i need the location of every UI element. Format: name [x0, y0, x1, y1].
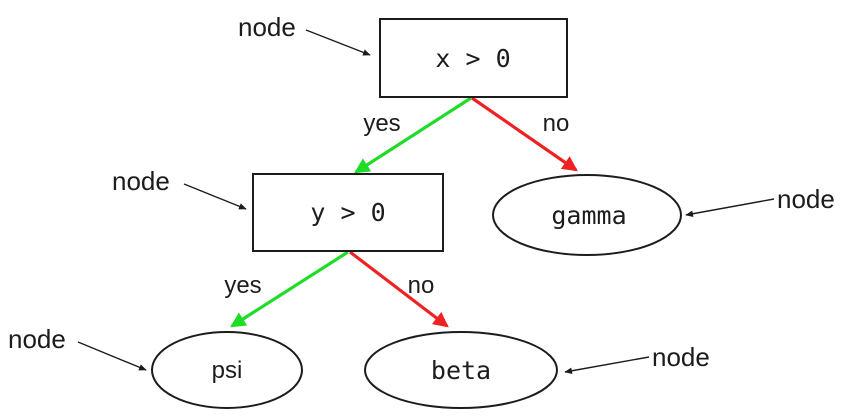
- callout-gamma-label: node: [777, 184, 835, 214]
- callout-gamma: node: [685, 184, 835, 217]
- edge-label-no-1: no: [543, 110, 570, 137]
- edge-label-yes-2: yes: [224, 272, 261, 299]
- callout-psi: node: [8, 324, 147, 371]
- node-gamma: gamma: [492, 174, 682, 256]
- node-root-label: x > 0: [435, 44, 510, 73]
- node-gamma-label: gamma: [551, 201, 626, 230]
- node-beta: beta: [364, 331, 558, 409]
- node-beta-ellipse: [364, 331, 558, 409]
- node-psi-ellipse: [151, 331, 303, 409]
- callout-beta: node: [564, 342, 710, 374]
- callout-beta-label: node: [652, 342, 710, 372]
- node-root: x > 0: [379, 18, 568, 98]
- node-root-box: [379, 18, 568, 98]
- callout-gamma-arrow: [685, 198, 775, 217]
- edge-root-yes: [354, 96, 472, 174]
- callout-child-arrow: [183, 183, 247, 210]
- callout-root: node: [238, 12, 371, 56]
- node-gamma-ellipse: [492, 174, 682, 256]
- edge-child-no: [349, 250, 449, 328]
- node-psi: psi: [151, 331, 303, 409]
- edge-label-no-2: no: [408, 272, 435, 299]
- callout-child: node: [112, 166, 247, 210]
- callout-root-arrow: [305, 29, 371, 56]
- edge-child-yes: [230, 250, 349, 328]
- tree-edges: [230, 96, 578, 328]
- callout-psi-arrow: [77, 341, 147, 371]
- node-child-label: y > 0: [310, 198, 385, 227]
- node-child: y > 0: [252, 173, 444, 252]
- edge-root-no: [471, 96, 578, 172]
- callout-root-label: node: [238, 12, 296, 42]
- callout-beta-arrow: [564, 356, 650, 374]
- node-beta-label: beta: [431, 356, 491, 385]
- node-child-box: [252, 173, 444, 252]
- callout-child-label: node: [112, 166, 170, 196]
- node-psi-label: psi: [212, 357, 243, 384]
- callout-psi-label: node: [8, 324, 66, 354]
- edge-label-yes-1: yes: [363, 110, 400, 137]
